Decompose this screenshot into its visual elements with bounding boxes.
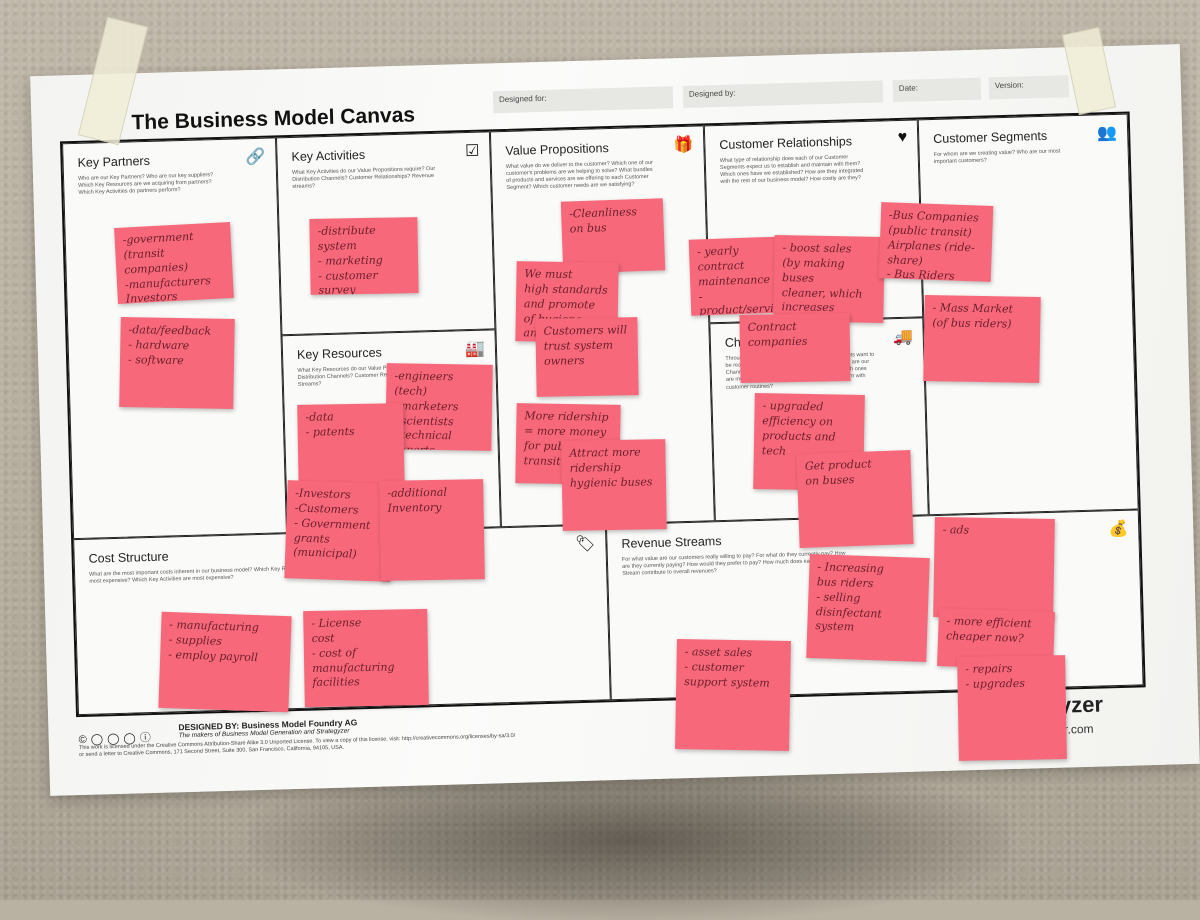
- customer-relationships-title: Customer Relationships: [719, 134, 853, 152]
- factory-icon: 🏭: [464, 340, 486, 359]
- sticky-note[interactable]: -distribute system - marketing - custome…: [309, 217, 419, 295]
- heart-icon: ♥: [897, 128, 908, 146]
- sticky-note[interactable]: - Increasing bus riders - selling disinf…: [806, 553, 930, 663]
- customer-relationships-questions: What type of relationship does each of o…: [719, 154, 864, 186]
- link-icon: 🔗: [245, 148, 266, 167]
- truck-icon: 🚚: [892, 328, 914, 347]
- version-field[interactable]: Version:: [988, 75, 1070, 100]
- footer-credits: DESIGNED BY: Business Model Foundry AG T…: [79, 713, 519, 758]
- tag-icon: 🏷: [574, 535, 596, 554]
- sticky-note[interactable]: -additional Inventory: [379, 479, 485, 581]
- sticky-note[interactable]: - License cost - cost of manufacturing f…: [303, 608, 429, 708]
- sticky-note[interactable]: - boost sales (by making buses cleaner, …: [773, 235, 885, 323]
- sticky-note[interactable]: - manufacturing - supplies - employ payr…: [158, 611, 292, 713]
- date-field[interactable]: Date:: [892, 77, 982, 103]
- sticky-note[interactable]: Get product on buses: [796, 450, 914, 548]
- customer-segments-questions: For whom are we creating value? Who are …: [933, 148, 1061, 166]
- value-propositions-title: Value Propositions: [505, 141, 609, 158]
- canvas-title: The Business Model Canvas: [131, 103, 416, 135]
- sticky-note[interactable]: -data/feedback - hardware - software: [119, 317, 235, 409]
- key-activities-questions: What Key Activities do our Value Proposi…: [291, 165, 436, 191]
- money-bag-icon: 💰: [1108, 520, 1129, 539]
- key-partners-title: Key Partners: [77, 153, 151, 170]
- designed-by-field[interactable]: Designed by:: [682, 80, 884, 108]
- sticky-note[interactable]: -Bus Companies (public transit) Airplane…: [878, 202, 994, 282]
- sticky-note[interactable]: - ads: [933, 516, 1055, 620]
- key-resources-title: Key Resources: [296, 345, 382, 362]
- designed-for-field[interactable]: Designed for:: [492, 86, 674, 114]
- revenue-streams-title: Revenue Streams: [621, 534, 722, 551]
- key-activities-title: Key Activities: [291, 147, 366, 164]
- sticky-note[interactable]: -government (transit companies) -manufac…: [114, 222, 234, 304]
- checkbox-icon: ☑: [464, 142, 480, 161]
- cost-structure-title: Cost Structure: [88, 549, 169, 566]
- sticky-note[interactable]: - repairs - upgrades: [957, 655, 1067, 761]
- sticky-note[interactable]: Customers will trust system owners: [535, 317, 639, 397]
- sticky-note[interactable]: -Investors -Customers - Government grant…: [284, 480, 394, 582]
- sticky-note[interactable]: - Mass Market (of bus riders): [923, 294, 1041, 384]
- value-propositions-questions: What value do we deliver to the customer…: [505, 159, 653, 192]
- sticky-note[interactable]: - asset sales - customer support system: [675, 639, 791, 751]
- key-partners-questions: Who are our Key Partners? Who are our ke…: [77, 172, 214, 197]
- sticky-note[interactable]: Attract more ridership hygienic buses: [561, 439, 667, 531]
- sticky-note[interactable]: Contract companies: [739, 313, 851, 383]
- customer-segments-title: Customer Segments: [933, 128, 1048, 147]
- people-icon: 👥: [1097, 124, 1118, 143]
- gift-icon: 🎁: [673, 136, 694, 155]
